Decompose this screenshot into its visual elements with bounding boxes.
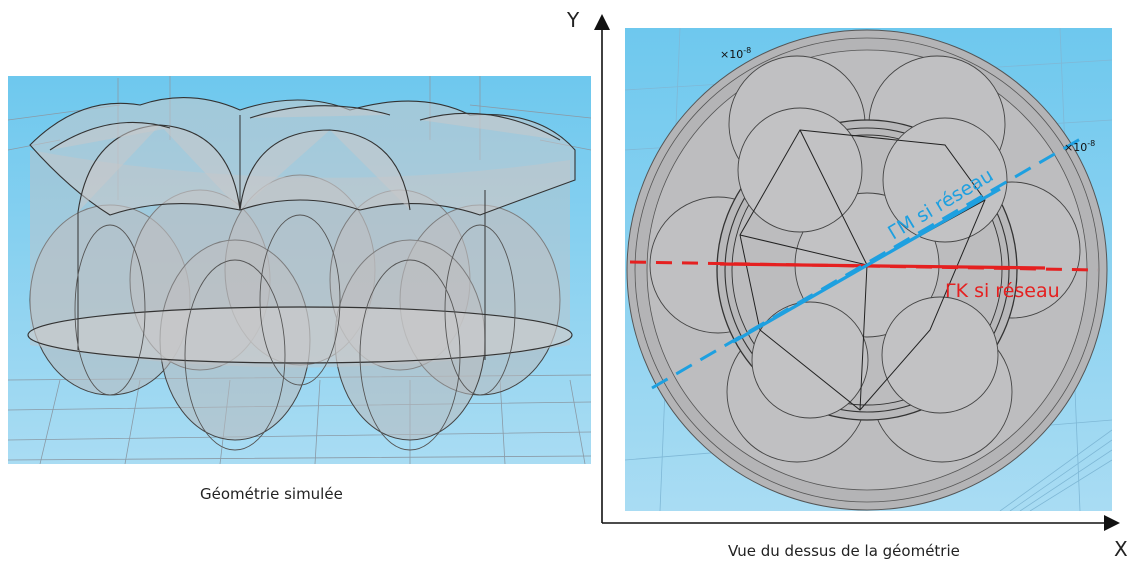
- scale-label-top-exponent: -8: [743, 46, 751, 55]
- gamma-k-label: ΓK si réseau: [945, 280, 1060, 302]
- scale-label-right-exponent: -8: [1087, 139, 1095, 148]
- upper-domes: [29, 97, 576, 216]
- gamma-m-line: [732, 187, 1001, 344]
- inner-ring-inner: [724, 127, 1010, 413]
- gamma-k-line: [719, 262, 1046, 270]
- scale-label-right-base: ×10: [1064, 141, 1087, 154]
- geometry-3d-panel: [8, 76, 591, 464]
- disk-plane: [27, 306, 573, 364]
- scale-label-right: ×10-8: [1064, 139, 1095, 154]
- vertical-edges: [77, 115, 486, 360]
- y-axis-label: Y: [567, 8, 580, 32]
- right-caption: Vue du dessus de la géométrie: [728, 542, 960, 560]
- outer-ring-inner: [634, 37, 1100, 503]
- x-axis-label: X: [1114, 537, 1128, 561]
- scale-label-top-base: ×10: [720, 48, 743, 61]
- left-caption: Géométrie simulée: [200, 485, 343, 503]
- sphere-meridians: [74, 214, 516, 451]
- scale-label-top: ×10-8: [720, 46, 751, 61]
- top-view-panel: ΓM si réseau ΓK si réseau ×10-8 ×10-8: [625, 28, 1112, 511]
